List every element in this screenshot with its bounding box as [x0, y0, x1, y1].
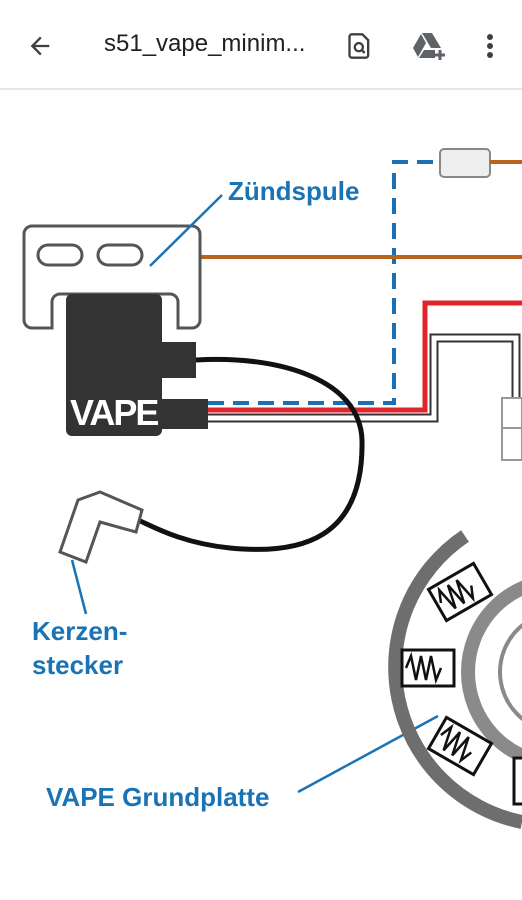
- coil-logo: VAPE: [70, 392, 158, 433]
- coil-hv-terminal: [162, 342, 196, 378]
- bracket-slot: [96, 243, 144, 267]
- base-plate-arc: [388, 530, 522, 829]
- label-kerzenstecker-2: stecker: [32, 650, 123, 680]
- wiring-diagram: VAPE Zündspule Kerzen-: [22, 148, 522, 829]
- ht-cable: [137, 356, 365, 552]
- add-to-drive-icon: [413, 33, 445, 60]
- spark-plug-connector: [58, 490, 144, 564]
- rotor-center: [498, 623, 522, 721]
- red-wire: [208, 300, 522, 413]
- label-vape-grundplatte: VAPE Grundplatte: [46, 782, 269, 812]
- arrow-left-icon: [30, 36, 50, 56]
- flywheel-ring: [461, 580, 522, 764]
- document-title: s51_vape_minim...: [104, 30, 306, 57]
- more-vert-icon: [487, 34, 493, 58]
- more-options-button[interactable]: [466, 22, 514, 70]
- white-wire-outline: [208, 333, 521, 423]
- coil-lv-terminal: [162, 399, 208, 429]
- leader-kerzenstecker: [70, 559, 88, 615]
- leader-zuendspule: [149, 194, 223, 267]
- add-to-drive-button[interactable]: [405, 22, 453, 70]
- label-kerzenstecker-1: Kerzen-: [32, 616, 127, 646]
- stator-coil-partial: [512, 756, 522, 806]
- stator-coil: [400, 648, 456, 688]
- stator-coil: [426, 715, 494, 777]
- blue-dashed-wire: [208, 160, 440, 405]
- find-in-page-icon: [348, 33, 370, 59]
- find-in-page-button[interactable]: [336, 22, 384, 70]
- stator-coil: [426, 561, 494, 623]
- inline-connector: [439, 148, 491, 178]
- document-page[interactable]: VAPE Zündspule Kerzen-: [0, 90, 522, 900]
- ignition-coil-body: [66, 294, 162, 436]
- bracket-slot: [36, 243, 84, 267]
- app-toolbar: s51_vape_minim...: [0, 0, 522, 90]
- label-zuendspule: Zündspule: [228, 176, 359, 206]
- white-wire: [208, 335, 519, 421]
- back-button[interactable]: [16, 22, 64, 70]
